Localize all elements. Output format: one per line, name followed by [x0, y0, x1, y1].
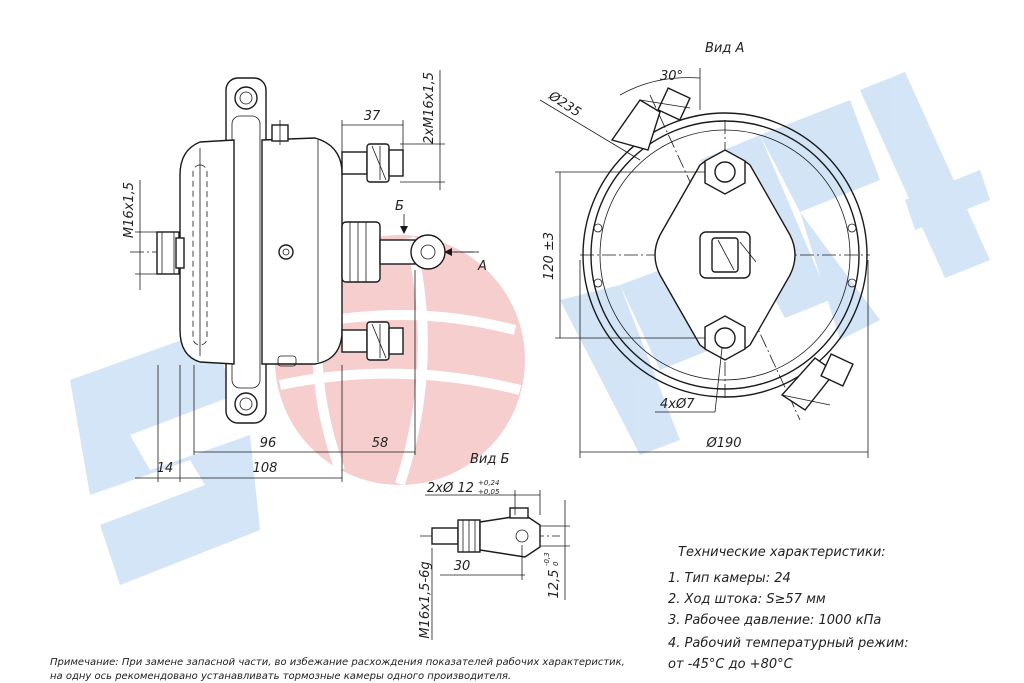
- dim-108: 108: [253, 461, 278, 476]
- watermark-letter-l: [860, 72, 990, 278]
- specs-heading: Технические характеристики:: [678, 545, 886, 560]
- dim-height-120: 120 ±3: [542, 232, 557, 280]
- clamp-bolt-top: [610, 87, 691, 151]
- dim-37: 37: [364, 109, 381, 124]
- spec-temp-range: от -45°С до +80°С: [668, 657, 794, 672]
- spec-item-4: 4. Рабочий температурный режим:: [668, 636, 909, 651]
- dim-d190: Ø190: [705, 436, 741, 451]
- dim-d12: 2xØ 12: [427, 481, 474, 496]
- lower-stud: [341, 321, 404, 361]
- dim-thread-top: 2xM16x1,5: [422, 72, 437, 144]
- label-b: Б: [395, 199, 404, 214]
- dim-holes: 4xØ7: [660, 397, 695, 412]
- dim-angle: 30°: [660, 69, 683, 84]
- housing-outer-ring: [582, 112, 868, 398]
- view-b: Вид Б 2xØ 12 +0,24 +0,05 30 12,5 -0,3 0 …: [418, 452, 570, 640]
- view-b-fork: [479, 514, 541, 558]
- watermark-letter-s: [70, 330, 260, 585]
- view-a: Вид А: [539, 41, 870, 458]
- dim-58: 58: [372, 436, 389, 451]
- dim-thread-rod: M16x1,5-6g: [418, 561, 433, 638]
- note-block: Примечание: При замене запасной части, в…: [50, 656, 625, 682]
- dim-30: 30: [454, 559, 471, 574]
- dim-12-5-tol-lower: 0: [552, 561, 560, 566]
- view-b-title: Вид Б: [470, 452, 509, 467]
- dim-d12-tol-lower: +0,05: [478, 488, 500, 496]
- dim-96: 96: [260, 436, 277, 451]
- watermark-letter-r: [700, 100, 880, 340]
- spec-item-1: 1. Тип камеры: 24: [668, 571, 791, 586]
- dim-14: 14: [157, 461, 174, 476]
- spec-item-3: 3. Рабочее давление: 1000 кПа: [668, 613, 881, 628]
- dim-thread-left: M16x1,5: [122, 182, 137, 238]
- watermark: [70, 72, 990, 585]
- clamp-bolt-bottom: [780, 353, 854, 411]
- dim-d12-tol-upper: +0,24: [478, 479, 499, 487]
- housing-rear: [261, 137, 343, 365]
- side-view: M16x1,5 37 2xM16x1,5 Б А 96 58 14 108: [122, 70, 487, 482]
- note-line-2: на одну ось рекомендовано устанавливать …: [50, 671, 511, 682]
- dim-d235: Ø235: [545, 88, 583, 120]
- dim-12-5: 12,5: [547, 570, 562, 599]
- label-a: А: [477, 259, 487, 274]
- dim-12-5-tol-upper: -0,3: [543, 552, 551, 566]
- push-rod: [341, 221, 446, 283]
- specs-block: Технические характеристики: 1. Тип камер…: [668, 545, 909, 672]
- upper-stud: [341, 143, 404, 183]
- spec-item-2: 2. Ход штока: S≥57 мм: [668, 592, 826, 607]
- note-line-1: Примечание: При замене запасной части, в…: [50, 656, 625, 668]
- view-a-title: Вид А: [705, 41, 744, 56]
